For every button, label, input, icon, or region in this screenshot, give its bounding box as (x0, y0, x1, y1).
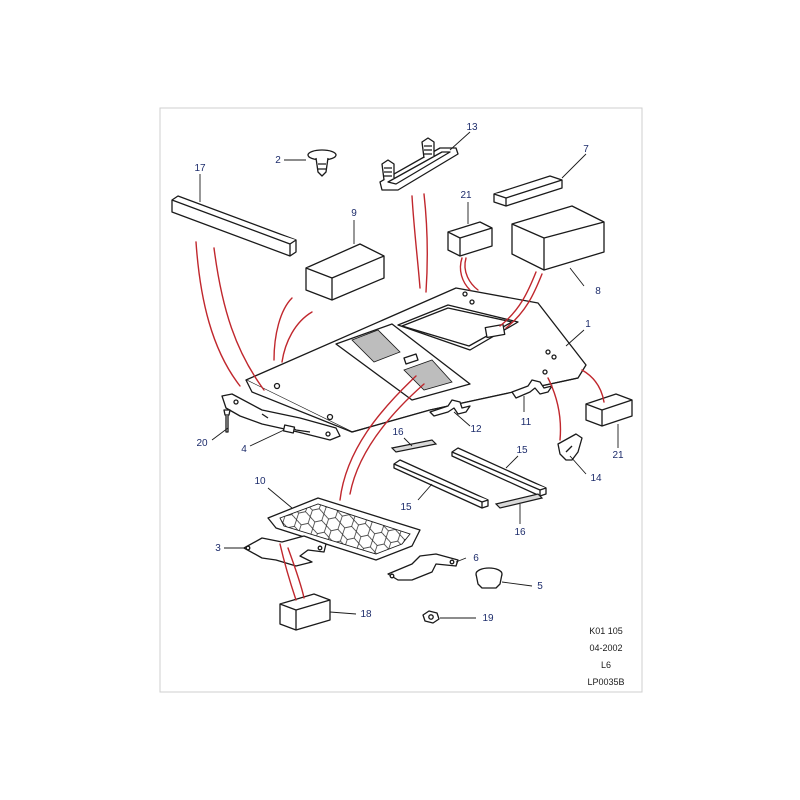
knob-5 (475, 567, 503, 589)
block-21-lower (585, 393, 633, 427)
clip-2 (307, 149, 337, 177)
mesh-panel-10 (267, 497, 421, 561)
callout-19: 19 (482, 613, 494, 624)
block-21-upper (447, 221, 493, 257)
callout-12: 12 (470, 424, 482, 435)
block-18 (279, 593, 331, 631)
callout-2: 2 (275, 155, 281, 166)
nut-19 (422, 610, 440, 624)
red-guide-lines (195, 193, 605, 601)
strip-16-lower (494, 493, 544, 509)
bracket-3 (243, 535, 327, 567)
callout-8: 8 (595, 286, 601, 297)
callout-15-right: 15 (516, 445, 528, 456)
callout-16-upper: 16 (392, 427, 404, 438)
strip-15-left (393, 459, 489, 509)
reference-drawing-number: LP0035B (587, 677, 624, 687)
callout-14: 14 (590, 473, 602, 484)
callout-17: 17 (194, 163, 206, 174)
callout-21-lower: 21 (612, 450, 624, 461)
clip-bracket-12 (429, 399, 471, 417)
callout-5: 5 (537, 581, 543, 592)
callout-10: 10 (254, 476, 266, 487)
hook-14 (557, 433, 583, 461)
strip-15-right (451, 447, 547, 497)
callout-13: 13 (466, 122, 478, 133)
grab-handle-13 (379, 137, 459, 191)
headlining-panel (245, 287, 587, 433)
pad-block-9 (305, 243, 385, 301)
strip-16-upper (390, 439, 438, 453)
clip-bracket-11 (511, 379, 553, 399)
reference-date: 04-2002 (589, 643, 622, 653)
callout-21-upper: 21 (460, 190, 472, 201)
callout-3: 3 (215, 543, 221, 554)
callout-1: 1 (585, 319, 591, 330)
bracket-6 (387, 553, 459, 581)
reference-code: K01 105 (589, 626, 623, 636)
callout-20: 20 (196, 438, 208, 449)
callout-15-left: 15 (400, 502, 412, 513)
callout-4: 4 (241, 444, 247, 455)
block-8 (511, 205, 605, 271)
leader-lines (199, 131, 619, 619)
callout-16-lower: 16 (514, 527, 526, 538)
trim-strip-17 (171, 195, 297, 257)
callout-11: 11 (521, 417, 532, 428)
screw-20 (223, 409, 231, 433)
callout-6: 6 (473, 553, 479, 564)
callout-18: 18 (360, 609, 372, 620)
front-rail-4 (221, 393, 341, 441)
callout-labels: 17 2 9 13 7 21 8 1 20 4 11 12 14 21 16 1… (194, 122, 624, 624)
reference-block: K01 105 04-2002 L6 LP0035B (587, 626, 624, 687)
reference-variant: L6 (601, 660, 611, 670)
callout-7: 7 (583, 144, 589, 155)
strip-7 (493, 175, 563, 207)
callout-9: 9 (351, 208, 357, 219)
